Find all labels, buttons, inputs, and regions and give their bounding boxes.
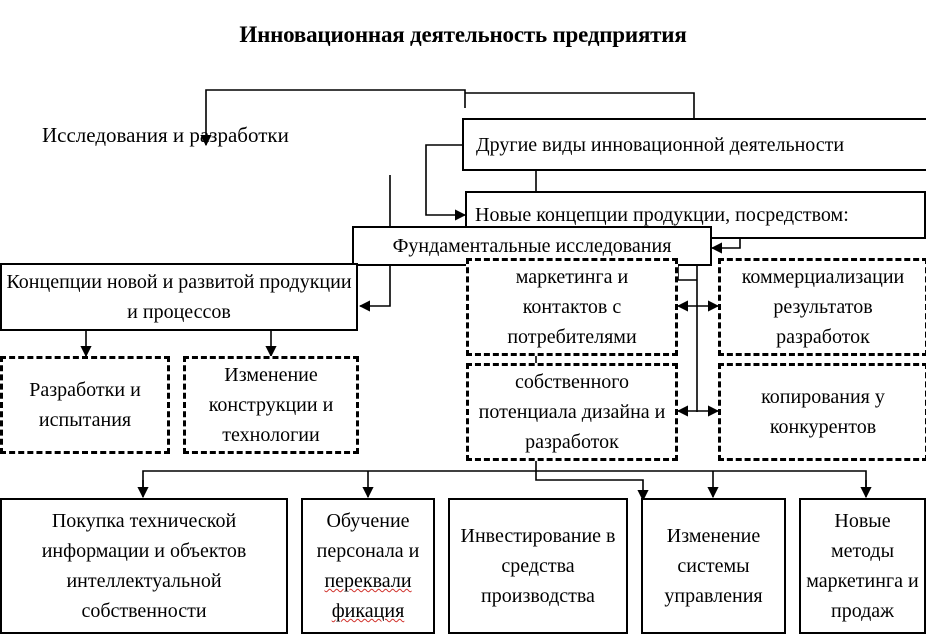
arrow-other-to-new-concepts bbox=[425, 144, 467, 221]
research-label: Исследования и разработки bbox=[42, 123, 289, 147]
purchase-text: Покупка технической информации и объекто… bbox=[41, 510, 247, 622]
training-line-3: переквали bbox=[324, 570, 412, 592]
purchase-box: Покупка технической информации и объекто… bbox=[0, 498, 288, 634]
training-box: Обучение персонала и переквали фикация bbox=[301, 498, 435, 634]
new-concepts-text: Новые концепции продукции, посредством: bbox=[475, 204, 849, 226]
design-change-text: Изменение конструкции и технологии bbox=[208, 364, 334, 446]
training-text: Обучение персонала и переквали фикация bbox=[317, 506, 420, 626]
arrow-research-to-concepts bbox=[358, 175, 391, 312]
commercialization-box: коммерциализации результатов разработок bbox=[718, 258, 926, 356]
training-line-4: фикация bbox=[331, 600, 405, 622]
marketing-contacts-text: маркетинга и контактов с потребителями bbox=[507, 266, 637, 348]
own-design-potential-box: собственного потенциала дизайна и разраб… bbox=[466, 363, 678, 461]
training-line-2: персонала и bbox=[316, 540, 420, 562]
management-change-text: Изменение системы управления bbox=[664, 525, 763, 607]
training-line-1: Обучение bbox=[326, 510, 410, 532]
marketing-contacts-box: маркетинга и контактов с потребителями bbox=[466, 258, 678, 356]
management-change-box: Изменение системы управления bbox=[641, 498, 786, 634]
own-design-potential-text: собственного потенциала дизайна и разраб… bbox=[478, 371, 666, 453]
arrow-to-research bbox=[200, 89, 466, 147]
development-testing-box: Разработки и испытания bbox=[0, 356, 170, 454]
other-activities-text: Другие виды инновационной деятельности bbox=[476, 133, 845, 156]
concepts-new-products-box: Концепции новой и развитой продукции и п… bbox=[0, 263, 358, 331]
diagram-title: Инновационная деятельность предприятия bbox=[239, 22, 687, 47]
fundamental-research-text: Фундаментальные исследования bbox=[392, 235, 672, 257]
copying-competitors-text: копирования у конкурентов bbox=[761, 386, 885, 438]
investment-box: Инвестирование в средства производства bbox=[448, 498, 628, 634]
commercialization-text: коммерциализации результатов разработок bbox=[741, 266, 905, 348]
other-activities-box: Другие виды инновационной деятельности bbox=[462, 118, 926, 171]
concepts-new-products-text: Концепции новой и развитой продукции и п… bbox=[6, 271, 352, 323]
design-change-box: Изменение конструкции и технологии bbox=[183, 356, 359, 454]
new-marketing-text: Новые методы маркетинга и продаж bbox=[806, 510, 919, 622]
development-testing-text: Разработки и испытания bbox=[29, 379, 141, 431]
new-marketing-box: Новые методы маркетинга и продаж bbox=[799, 498, 926, 634]
investment-text: Инвестирование в средства производства bbox=[460, 525, 616, 607]
line-bottom-distribution bbox=[142, 470, 867, 496]
copying-competitors-box: копирования у конкурентов bbox=[718, 363, 926, 461]
